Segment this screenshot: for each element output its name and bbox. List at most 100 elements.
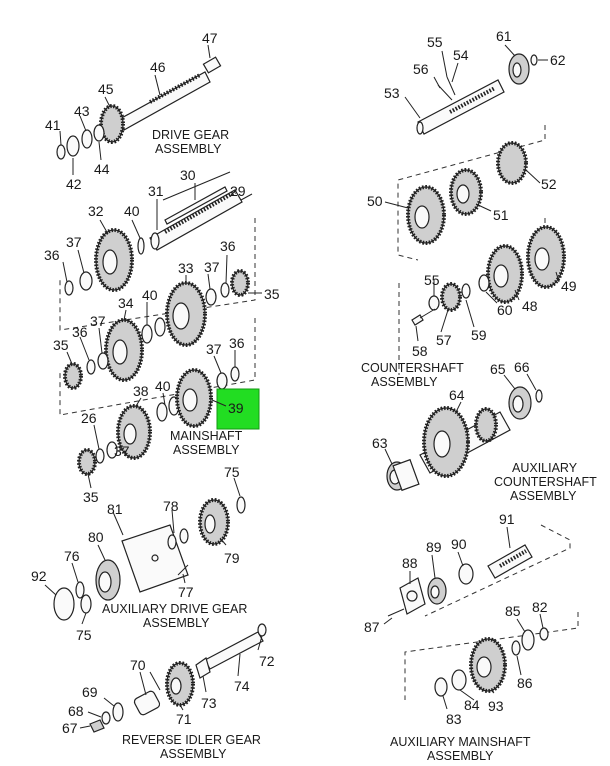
reverse-idler-assembly: 70 74 72 73 71 69 68 67 REVERSE IDLER GE…: [62, 623, 275, 761]
callout-78: 78: [163, 498, 179, 514]
callout-56: 56: [413, 61, 429, 77]
callout-38: 38: [133, 383, 149, 399]
callout-75-a: 75: [224, 464, 240, 480]
drive-gear-label-line1: DRIVE GEAR: [152, 128, 229, 142]
aux-mainshaft-label-line2: ASSEMBLY: [427, 749, 494, 761]
callout-85: 85: [505, 603, 521, 619]
callout-40-low: 40: [155, 378, 171, 394]
callout-92: 92: [31, 568, 47, 584]
callout-74: 74: [234, 678, 250, 694]
callout-40-top: 40: [124, 203, 140, 219]
callout-37-b: 37: [204, 259, 220, 275]
callout-64: 64: [449, 387, 465, 403]
countershaft-assembly: 61 62 55 54 56 53 52 51 50 49 48 60 59 5…: [361, 28, 577, 389]
callout-34: 34: [118, 295, 134, 311]
callout-59: 59: [471, 327, 487, 343]
callout-84: 84: [464, 697, 480, 713]
callout-76: 76: [64, 548, 80, 564]
callout-35-a: 35: [264, 286, 280, 302]
callout-33: 33: [178, 260, 194, 276]
callout-91: 91: [499, 511, 515, 527]
callout-36-c: 36: [72, 324, 88, 340]
reverse-idler-label-line1: REVERSE IDLER GEAR: [122, 733, 261, 747]
callout-89: 89: [426, 539, 442, 555]
callout-37-e: 37: [114, 443, 130, 459]
callout-53: 53: [384, 85, 400, 101]
callout-67: 67: [62, 720, 78, 736]
countershaft-label-line1: COUNTERSHAFT: [361, 361, 464, 375]
callout-54: 54: [453, 47, 469, 63]
callout-55-a: 55: [427, 34, 443, 50]
callout-32: 32: [88, 203, 104, 219]
callout-90: 90: [451, 536, 467, 552]
callout-68: 68: [68, 703, 84, 719]
callout-45: 45: [98, 81, 114, 97]
mainshaft-label-line2: ASSEMBLY: [173, 443, 240, 457]
callout-73: 73: [201, 695, 217, 711]
callout-49: 49: [561, 278, 577, 294]
aux-countershaft-label-line3: ASSEMBLY: [510, 489, 577, 503]
callout-62: 62: [550, 52, 566, 68]
callout-40-mid: 40: [142, 287, 158, 303]
callout-52: 52: [541, 176, 557, 192]
aux-countershaft-label-line2: COUNTERSHAFT: [494, 475, 597, 489]
callout-55-b: 55: [424, 272, 440, 288]
mainshaft-assembly: 29 30 31 32 40 36 37 36 37 33 35 40 34 3…: [44, 167, 280, 505]
callout-41: 41: [45, 117, 61, 133]
callout-58: 58: [412, 343, 428, 359]
callout-69: 69: [82, 684, 98, 700]
callout-44: 44: [94, 161, 110, 177]
aux-mainshaft-assembly: 91 90 89 88 87 82 85 86 84 93 83 AUXILIA…: [364, 511, 579, 763]
callout-63: 63: [372, 435, 388, 451]
countershaft-label-line2: ASSEMBLY: [371, 375, 438, 389]
callout-93: 93: [488, 698, 504, 714]
callout-31: 31: [148, 183, 164, 199]
callout-42: 42: [66, 176, 82, 192]
drive-gear-assembly: 41 43 45 46 47 42 44 DRIVE GEAR ASSEMBLY: [45, 30, 229, 192]
callout-57: 57: [436, 332, 452, 348]
callout-79: 79: [224, 550, 240, 566]
callout-65: 65: [490, 361, 506, 377]
mainshaft-label-line1: MAINSHAFT: [170, 429, 243, 443]
aux-drive-gear-label-line1: AUXILIARY DRIVE GEAR: [102, 602, 247, 616]
callout-36-b: 36: [220, 238, 236, 254]
aux-countershaft-assembly: 64 65 66 63 AUXILIARY COUNTERSHAFT ASSEM…: [372, 359, 597, 503]
callout-29: 29: [230, 183, 246, 199]
drive-gear-label-line2: ASSEMBLY: [155, 142, 222, 156]
callout-48: 48: [522, 298, 538, 314]
callout-36-a: 36: [44, 247, 60, 263]
callout-81: 81: [107, 501, 123, 517]
callout-86: 86: [517, 675, 533, 691]
callout-60: 60: [497, 302, 513, 318]
callout-35-c: 35: [83, 489, 99, 505]
callout-71: 71: [176, 711, 192, 727]
callout-36-e: 26: [81, 410, 97, 426]
callout-82: 82: [532, 599, 548, 615]
callout-39: 39: [228, 400, 244, 416]
callout-47: 47: [202, 30, 218, 46]
callout-30: 30: [180, 167, 196, 183]
callout-83: 83: [446, 711, 462, 727]
callout-37-c: 37: [90, 313, 106, 329]
aux-mainshaft-label-line1: AUXILIARY MAINSHAFT: [390, 735, 531, 749]
callout-72: 72: [259, 653, 275, 669]
callout-46: 46: [150, 59, 166, 75]
callout-36-d: 36: [229, 335, 245, 351]
callout-43: 43: [74, 103, 90, 119]
callout-66: 66: [514, 359, 530, 375]
callout-37-d: 37: [206, 341, 222, 357]
reverse-idler-label-line2: ASSEMBLY: [160, 747, 227, 761]
highlight-39-box[interactable]: [216, 388, 260, 430]
callout-88: 88: [402, 555, 418, 571]
callout-77: 77: [178, 584, 194, 600]
callout-75-b: 75: [76, 627, 92, 643]
callout-87: 87: [364, 619, 380, 635]
aux-drive-gear-assembly: 75 81 78 80 79 76 77 92 75 AUXILIARY DRI…: [31, 464, 247, 643]
aux-drive-gear-label-line2: ASSEMBLY: [143, 616, 210, 630]
callout-80: 80: [88, 529, 104, 545]
callout-37-a: 37: [66, 234, 82, 250]
aux-countershaft-label-line1: AUXILIARY: [512, 461, 578, 475]
callout-50: 50: [367, 193, 383, 209]
callout-61: 61: [496, 28, 512, 44]
